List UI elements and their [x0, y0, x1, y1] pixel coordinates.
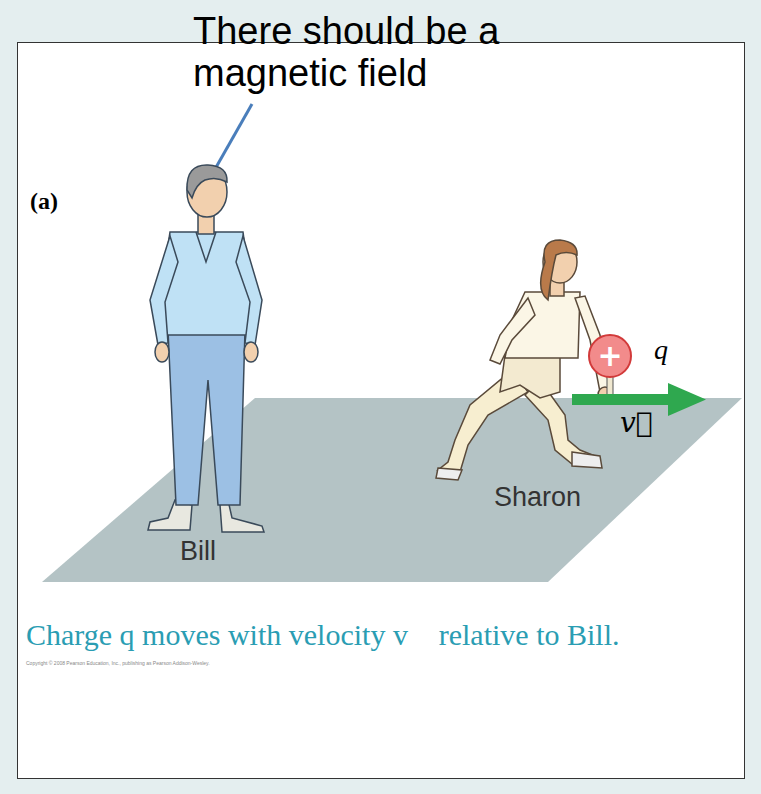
floor-plane: [42, 398, 742, 582]
person-name: Sharon: [494, 482, 581, 513]
annotation-note: There should be a magnetic field: [193, 10, 613, 94]
copyright-note: Copyright © 2008 Pearson Education, Inc.…: [26, 660, 210, 666]
velocity-symbol: v⃗: [620, 406, 653, 439]
person-name: Bill: [180, 536, 216, 567]
charge-symbol: q: [654, 334, 668, 366]
figure-caption: Charge q moves with velocity v⃗ relative…: [26, 618, 620, 652]
panel-letter: (a): [30, 188, 58, 215]
sharon-figure: [436, 240, 612, 480]
bill-figure: [148, 165, 264, 532]
charge-circle: +: [588, 334, 632, 378]
charge-sign: +: [597, 341, 622, 371]
